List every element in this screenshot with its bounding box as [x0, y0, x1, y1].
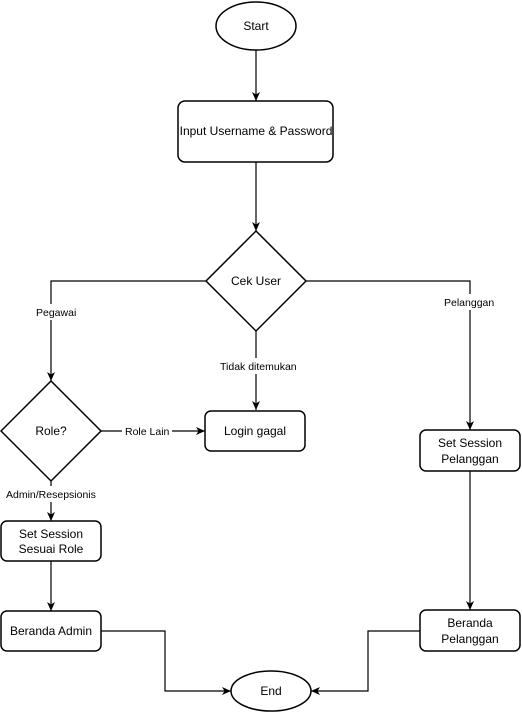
edge-label-role-lain: Role Lain [125, 426, 170, 438]
edge-label-tidak-ditemukan: Tidak ditemukan [220, 361, 297, 373]
beranda-pelanggan-label-line2: Pelanggan [441, 632, 498, 646]
start-node [215, 1, 297, 51]
edge-cek-user-to-set-session-pelanggan [306, 280, 474, 430]
start-label: Start [243, 19, 269, 33]
login-gagal-node [204, 410, 306, 452]
input-node [177, 100, 334, 163]
set-session-role-label-line2: Sesuai Role [19, 542, 84, 556]
login-gagal-label: Login gagal [224, 424, 286, 438]
edge-label-bg [216, 358, 304, 374]
edge-beranda-admin-to-end [101, 630, 231, 695]
cek-user-label: Cek User [231, 274, 281, 288]
edge-beranda-pelanggan-to-end [311, 630, 420, 695]
edge-label-pelanggan: Pelanggan [444, 297, 494, 309]
set-session-pelanggan-label-line1: Set Session [438, 436, 502, 450]
set-session-role-label-line1: Set Session [19, 527, 83, 541]
end-label: End [260, 684, 281, 698]
beranda-pelanggan-node [419, 609, 521, 652]
edge-label-bg [31, 304, 75, 320]
edge-label-bg [122, 424, 172, 439]
role-label: Role? [35, 424, 67, 438]
edge-label-bg [4, 486, 102, 502]
edge-label-admin-resepsionis: Admin/Resepsionis [6, 489, 96, 501]
beranda-admin-label: Beranda Admin [10, 624, 92, 638]
beranda-admin-node [0, 610, 102, 652]
set-session-role-node [0, 520, 102, 562]
edge-label-bg [439, 294, 501, 310]
edge-label-pegawai: Pegawai [36, 307, 76, 319]
beranda-pelanggan-label-line1: Beranda [447, 616, 493, 630]
set-session-pelanggan-node [419, 429, 521, 472]
cek-user-decision [204, 229, 308, 333]
set-session-pelanggan-label-line2: Pelanggan [441, 452, 498, 466]
role-decision [0, 379, 103, 483]
edge-cek-user-to-role [47, 280, 206, 381]
input-label: Input Username & Password [180, 124, 333, 138]
end-node [230, 670, 312, 712]
